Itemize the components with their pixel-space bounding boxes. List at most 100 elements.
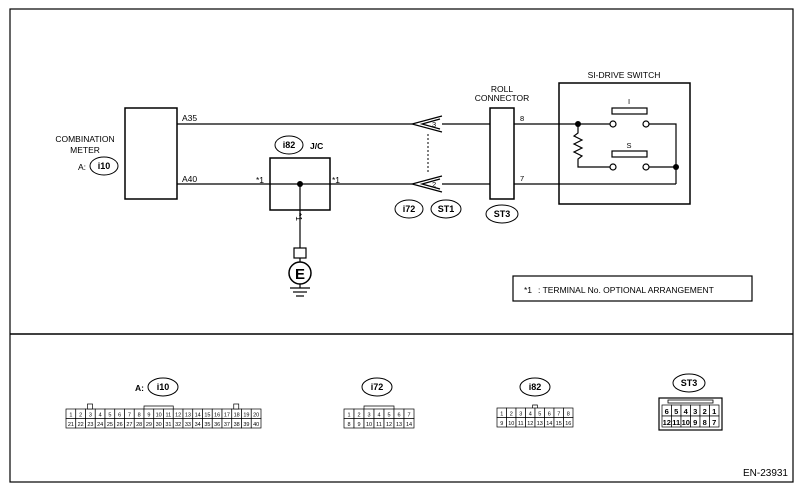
pin-number: 16	[565, 421, 571, 427]
connector-lock	[532, 404, 538, 408]
pin-number: 29	[146, 422, 152, 428]
pin-number: 3	[693, 407, 697, 416]
pin-number: 10	[508, 421, 514, 427]
pin-number: 2	[79, 412, 82, 418]
roll-connector-label-line1: ROLL	[491, 84, 513, 94]
pin-number: 7	[557, 411, 560, 417]
ground-terminal	[293, 247, 307, 259]
pin-number: 40	[253, 422, 259, 428]
pin-number: 8	[347, 422, 350, 428]
combination-meter-box	[124, 107, 178, 200]
pin-number: 5	[674, 407, 678, 416]
connector-badge-st1-label: ST1	[438, 204, 455, 214]
pin-number: 16	[214, 412, 220, 418]
connector-badge-i82-label: i82	[283, 140, 296, 150]
combination-meter-conn-prefix: A:	[78, 162, 86, 172]
pin-number: 2	[510, 411, 513, 417]
pin-number: 39	[243, 422, 249, 428]
pin-number: 6	[118, 412, 121, 418]
junction-star-down: *1	[294, 213, 304, 221]
roll-connector-box	[489, 107, 515, 200]
connector-badge-i72	[394, 199, 424, 219]
pin-number: 6	[397, 412, 400, 418]
pin-number: 30	[156, 422, 162, 428]
conn-face-i72-badge	[361, 377, 393, 397]
switch-node-right	[673, 164, 679, 170]
junction-star-left: *1	[256, 175, 264, 185]
pin-number: 8	[138, 412, 141, 418]
connector-badge-st3-label: ST3	[494, 209, 511, 219]
conn-face-i82-badge	[519, 377, 551, 397]
connector-badge-i10	[89, 156, 119, 176]
junction-label: J/C	[310, 141, 323, 151]
pin-number: 10	[682, 418, 690, 427]
pin-number: 10	[366, 422, 372, 428]
pin-cell	[709, 415, 720, 428]
pin-number: 3	[367, 412, 370, 418]
pin-number: 13	[185, 412, 191, 418]
pin-number: 38	[234, 422, 240, 428]
pin-number: 11	[376, 422, 382, 428]
pin-number: 6	[548, 411, 551, 417]
pin-number: 9	[147, 412, 150, 418]
pin-number: 20	[253, 412, 259, 418]
pin-number: 4	[99, 412, 102, 418]
note-star: *1	[524, 285, 532, 295]
conn-face-i82-name: i82	[529, 382, 542, 392]
conn-face-i72-name: i72	[371, 382, 384, 392]
switch-i-contact-right	[642, 120, 650, 128]
pin-number: 11	[672, 418, 680, 427]
pin-number: 15	[204, 412, 210, 418]
pin-number: 36	[214, 422, 220, 428]
diagram-frame	[9, 8, 794, 483]
connector-lock	[143, 405, 174, 409]
resistor	[572, 124, 610, 168]
pin-number: 7	[712, 418, 716, 427]
junction-star-right: *1	[332, 175, 340, 185]
switch-s-label: S	[626, 141, 631, 150]
pin-number: 24	[97, 422, 103, 428]
ground-point-label: E	[295, 266, 305, 283]
pin-number: 26	[117, 422, 123, 428]
pin-number: 5	[538, 411, 541, 417]
connector-arrow-outer-3	[409, 115, 443, 133]
roll-connector-pin-7: 7	[520, 174, 524, 183]
pin-number: 4	[684, 407, 689, 416]
connector-arrow-inner-3	[419, 118, 441, 130]
si-drive-switch-box	[558, 82, 691, 205]
pin-number: 10	[156, 412, 162, 418]
switch-i-label: I	[628, 97, 630, 106]
pin-number: 12	[527, 421, 533, 427]
pin-number: 12	[386, 422, 392, 428]
pin-cell	[250, 418, 262, 429]
conn-face-i10-badge	[147, 377, 179, 397]
pin-label-a40: A40	[182, 174, 197, 184]
combination-meter-label-line1: COMBINATION	[55, 134, 114, 144]
connector-key-tab	[233, 403, 240, 410]
pin-number: 7	[407, 412, 410, 418]
pin-number: 8	[567, 411, 570, 417]
pin-number: 1	[69, 412, 72, 418]
conn-face-i10-name: i10	[157, 382, 170, 392]
pin-number: 5	[387, 412, 390, 418]
pin-number: 28	[136, 422, 142, 428]
conn-face-st3-badge	[672, 373, 706, 393]
pin-number: 14	[195, 412, 201, 418]
pin-number: 23	[87, 422, 93, 428]
pin-number: 19	[243, 412, 249, 418]
figure-code: EN-23931	[743, 468, 788, 479]
combination-meter-label-line2: METER	[70, 145, 100, 155]
pin-number: 7	[128, 412, 131, 418]
pin-number: 37	[224, 422, 230, 428]
pin-number: 3	[519, 411, 522, 417]
pin-number: 13	[537, 421, 543, 427]
pin-number: 1	[712, 407, 716, 416]
connector-badge-i72-label: i72	[403, 204, 416, 214]
pin-number: 31	[165, 422, 171, 428]
pin-number: 2	[703, 407, 707, 416]
